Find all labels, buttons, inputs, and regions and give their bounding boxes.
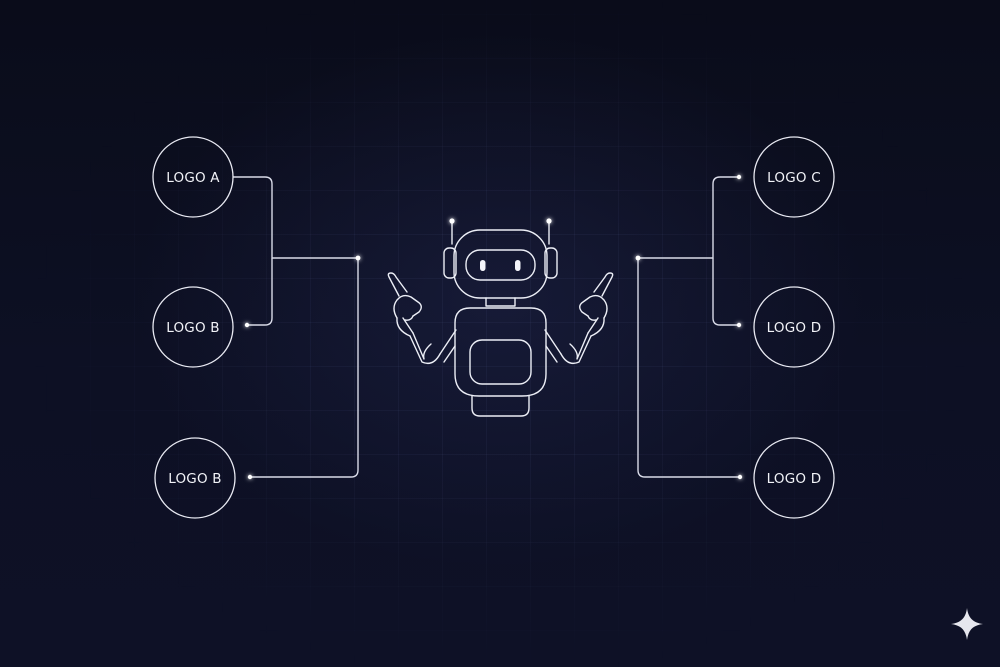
node-ring	[753, 136, 835, 218]
connector-logo-d-bottom	[637, 258, 740, 478]
connector-logo-a	[233, 176, 358, 259]
node-label: LOGO B	[168, 471, 222, 487]
node-ring	[152, 286, 234, 368]
left-node-1: LOGO A	[152, 136, 234, 218]
node-ring	[753, 437, 835, 519]
left-node-2: LOGO B	[152, 286, 234, 368]
connector-logo-b-bottom	[250, 258, 359, 478]
node-ring	[154, 437, 236, 519]
junction-dot-left	[355, 255, 361, 261]
endpoint-dot-logo-c	[736, 174, 742, 180]
node-label: LOGO D	[767, 320, 822, 336]
robot-icon	[387, 218, 614, 417]
left-node-3: LOGO B	[154, 437, 236, 519]
right-node-3: LOGO D	[753, 437, 835, 519]
node-ring	[152, 136, 234, 218]
right-connectors	[637, 176, 740, 478]
connector-logo-d-top	[712, 258, 739, 326]
endpoint-dot-logo-d-top	[736, 322, 742, 328]
junction-dots	[244, 174, 743, 480]
right-node-2: LOGO D	[753, 286, 835, 368]
junction-dot-right	[635, 255, 641, 261]
node-ring	[753, 286, 835, 368]
right-node-1: LOGO C	[753, 136, 835, 218]
node-label: LOGO B	[166, 320, 220, 336]
connector-logo-b-top	[247, 258, 273, 326]
node-label: LOGO D	[767, 471, 822, 487]
left-connectors	[233, 176, 359, 478]
node-label: LOGO A	[166, 170, 220, 186]
endpoint-dot-logo-b-bottom	[247, 474, 253, 480]
endpoint-dot-logo-d-bottom	[737, 474, 743, 480]
sparkle-icon	[951, 608, 983, 640]
node-label: LOGO C	[767, 170, 821, 186]
endpoint-dot-logo-b-top	[244, 322, 250, 328]
connector-logo-c	[638, 176, 739, 259]
